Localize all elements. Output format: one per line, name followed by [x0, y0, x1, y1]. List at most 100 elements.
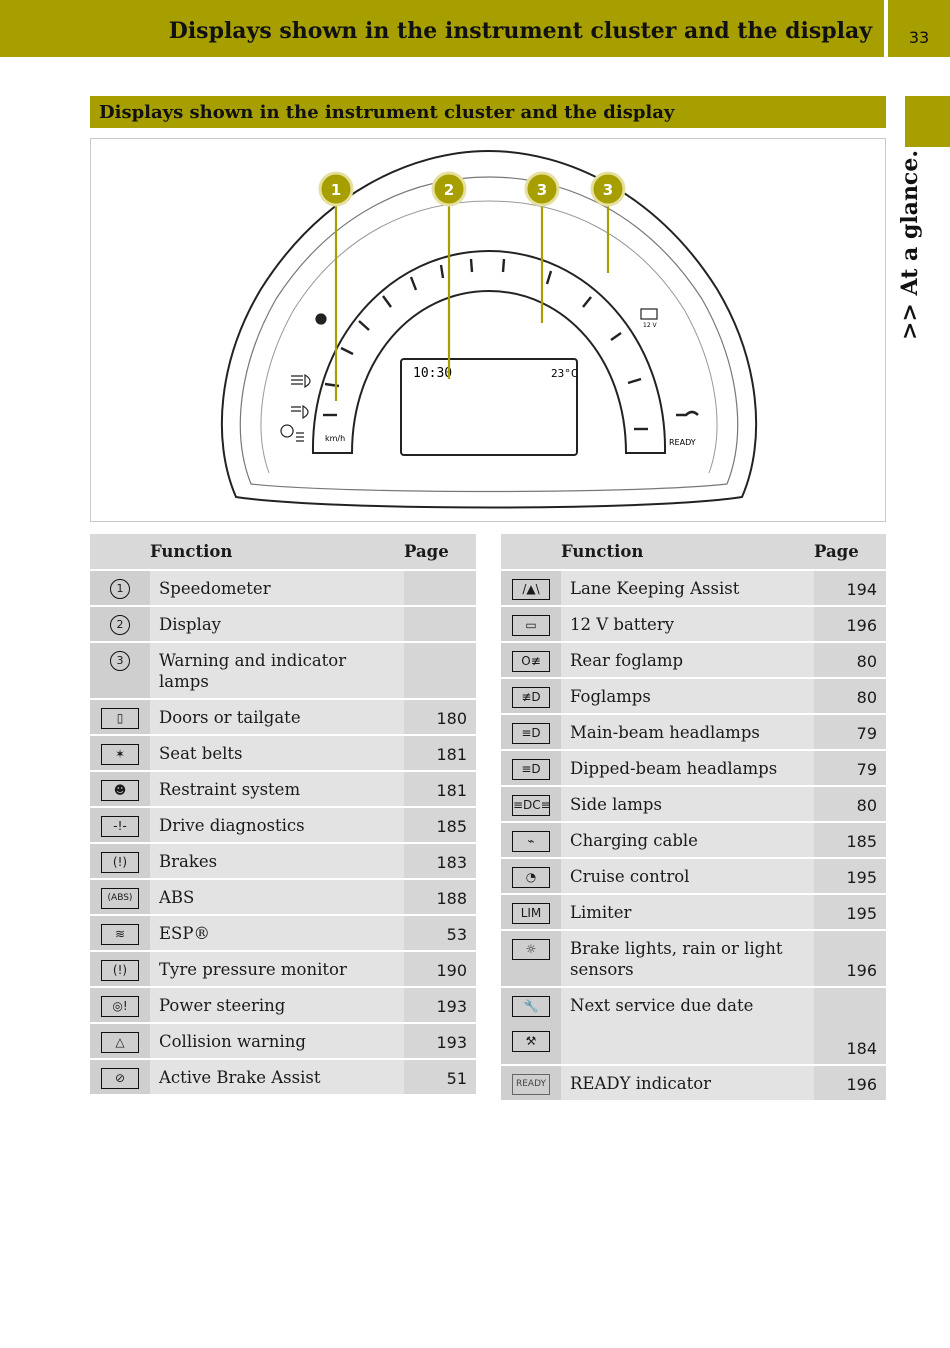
ready-icon: READY	[512, 1074, 550, 1095]
section-heading: Displays shown in the instrument cluster…	[90, 96, 886, 128]
page-cell: 196	[814, 606, 886, 643]
page-cell	[404, 606, 476, 643]
function-cell: ESP®	[150, 915, 404, 952]
airbag-icon: ☻	[101, 780, 139, 801]
page-cell: 181	[404, 771, 476, 808]
page-cell: 195	[814, 894, 886, 931]
drive-diagnostics-icon: -!-	[101, 816, 139, 837]
function-cell: Warning and indicator lamps	[150, 642, 404, 700]
side-tab-label: >> At a glance.	[897, 150, 923, 340]
rear-foglamp-icon: O≢	[512, 651, 550, 672]
page-cell: 180	[404, 699, 476, 736]
limiter-icon: LIM	[512, 903, 550, 924]
page-cell: 190	[404, 951, 476, 988]
page-cell: 196	[814, 1065, 886, 1102]
function-cell: Brakes	[150, 843, 404, 880]
battery-voltage-label: 12 V	[643, 322, 658, 329]
function-cell: Brake lights, rain or light sensors	[561, 930, 814, 988]
brake-light-sensor-icon: ☼	[512, 939, 550, 960]
esp-icon: ≋	[101, 924, 139, 945]
function-cell: Active Brake Assist	[150, 1059, 404, 1096]
page-column-header: Page	[814, 534, 886, 571]
page-cell: 183	[404, 843, 476, 880]
function-cell: Lane Keeping Assist	[561, 570, 814, 607]
page-cell: 79	[814, 714, 886, 751]
page-cell: 80	[814, 786, 886, 823]
svg-text:3: 3	[537, 181, 547, 199]
page-cell: 185	[404, 807, 476, 844]
page-cell: 193	[404, 987, 476, 1024]
function-column-header: Function	[150, 534, 404, 571]
page-cell: 51	[404, 1059, 476, 1096]
circle-2-icon: 2	[110, 615, 130, 635]
tyre-pressure-icon: (!)	[101, 960, 139, 981]
page-cell: 196	[814, 930, 886, 988]
page-cell: 194	[814, 570, 886, 607]
page-cell: 181	[404, 735, 476, 772]
brake-warning-icon: (!)	[101, 852, 139, 873]
speed-unit-label: km/h	[325, 434, 345, 443]
function-cell: READY indicator	[561, 1065, 814, 1102]
icon-column-header	[501, 534, 561, 571]
wrench-alert-icon: ⚒	[512, 1031, 550, 1052]
function-cell: Dipped-beam headlamps	[561, 750, 814, 787]
section-title: Displays shown in the instrument cluster…	[99, 102, 675, 123]
wrench-icon: 🔧	[512, 996, 550, 1017]
page-header-title: Displays shown in the instrument cluster…	[168, 18, 872, 44]
callout-3a: 3	[524, 171, 560, 207]
page-cell: 185	[814, 822, 886, 859]
page-cell: 188	[404, 879, 476, 916]
side-tab-marker	[905, 96, 950, 147]
function-cell: Cruise control	[561, 858, 814, 895]
function-cell: Tyre pressure monitor	[150, 951, 404, 988]
instrument-cluster-illustration: 10:30 23°C km/h READY 12 V 1 2 3 3	[220, 149, 758, 509]
function-column-header: Function	[561, 534, 814, 571]
lane-keeping-icon: /▲\	[512, 579, 550, 600]
svg-text:2: 2	[444, 181, 454, 199]
function-cell: Main-beam headlamps	[561, 714, 814, 751]
temperature-readout: 23°C	[551, 367, 578, 380]
table-header-row: Function Page	[501, 534, 886, 571]
callout-1: 1	[318, 171, 354, 207]
function-cell: Display	[150, 606, 404, 643]
page-column-header: Page	[404, 534, 476, 571]
indicator-symbols	[280, 308, 699, 442]
table-row: 2 Display	[90, 606, 476, 643]
function-cell: Restraint system	[150, 771, 404, 808]
battery-icon: ▭	[512, 615, 550, 636]
function-cell: Speedometer	[150, 570, 404, 607]
seat-belt-icon: ✶	[101, 744, 139, 765]
active-brake-off-icon: ⊘	[101, 1068, 139, 1089]
dipped-beam-icon: ≡D	[512, 759, 550, 780]
page-cell: 195	[814, 858, 886, 895]
cruise-control-icon: ◔	[512, 867, 550, 888]
page-cell: 193	[404, 1023, 476, 1060]
function-cell: Power steering	[150, 987, 404, 1024]
collision-warning-icon: △	[101, 1032, 139, 1053]
side-lamps-icon: ≡DC≡	[512, 795, 551, 816]
callout-3b: 3	[590, 171, 626, 207]
instrument-cluster-figure: 10:30 23°C km/h READY 12 V 1 2 3 3	[90, 138, 886, 522]
abs-icon: (ABS)	[101, 888, 139, 909]
